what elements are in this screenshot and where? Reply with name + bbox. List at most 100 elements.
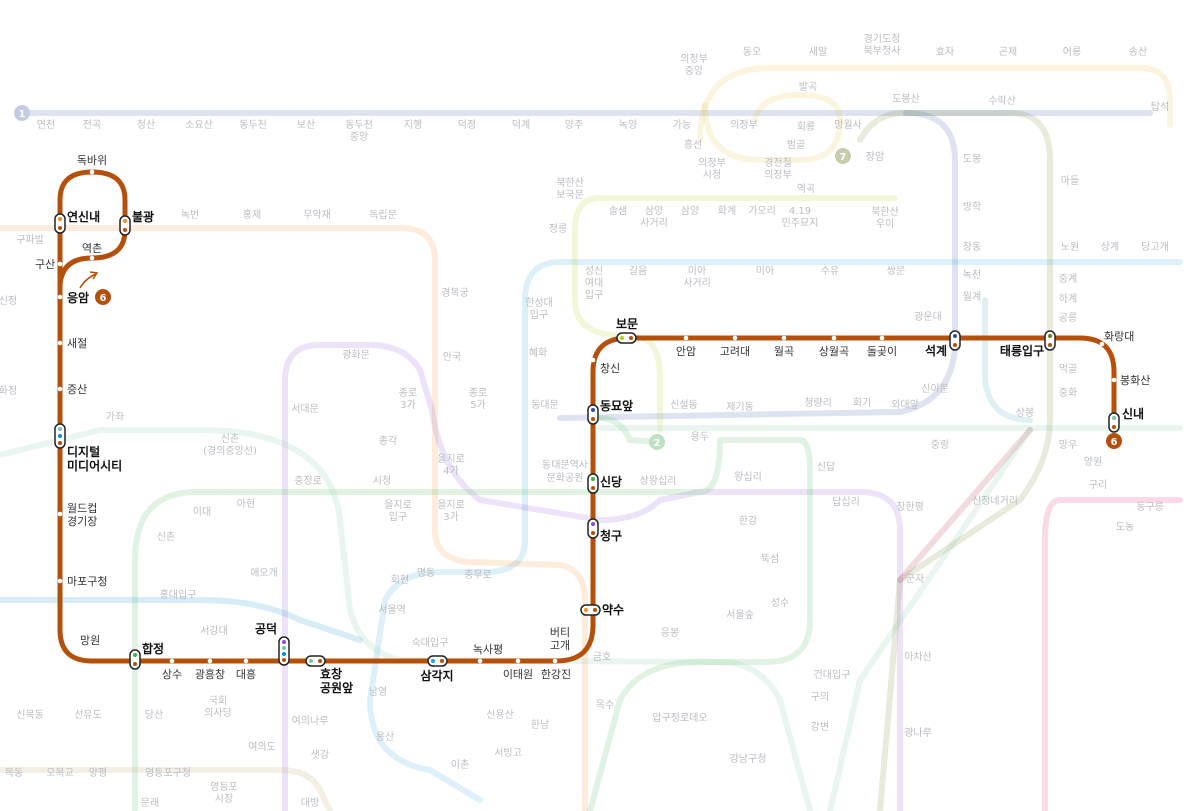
station-dot-mapo-gu[interactable] <box>57 578 63 584</box>
bg-label: 동두천 <box>345 119 373 131</box>
line2-badge-label: 2 <box>654 438 661 449</box>
bg-label: (경의중앙선) <box>203 444 257 457</box>
station-dot-sangwolgok[interactable] <box>831 335 837 341</box>
bg-label: 신촌 <box>157 531 175 543</box>
station-dot-wolgok[interactable] <box>781 335 787 341</box>
line2-badge <box>649 434 665 450</box>
bg-label: 여대 <box>585 277 603 289</box>
line7-badge-label: 7 <box>840 152 847 163</box>
station-label-yaksu: 약수 <box>602 602 624 617</box>
airport-track <box>0 597 363 643</box>
line2-track <box>132 437 813 811</box>
station-dot-eungam[interactable] <box>57 294 63 300</box>
bg-label: 강변 <box>811 721 829 733</box>
gyeongchun-track <box>982 297 1033 423</box>
transfer-dmc[interactable] <box>54 423 66 449</box>
bg-label: 군자 <box>906 573 924 585</box>
bg-label: 공릉 <box>1059 312 1077 324</box>
station-dot-noksapyeong[interactable] <box>477 658 483 664</box>
station-label-dmc: 디지털 <box>67 444 100 459</box>
station-label-samgakji: 삼각지 <box>420 668 453 683</box>
bg-label: 성신 <box>585 265 603 277</box>
bg-label: 장암 <box>866 151 884 163</box>
bg-label: 서강대 <box>200 625 228 637</box>
transfer-sindang[interactable] <box>587 473 599 494</box>
bg-label: 한남 <box>531 719 549 731</box>
bg-label: 을지로 <box>384 499 412 511</box>
bg-label: 독립문 <box>369 208 397 221</box>
station-dot-jeungsan[interactable] <box>57 386 63 392</box>
station-dot-gwangheungchang[interactable] <box>207 658 213 664</box>
bg-label: 회기 <box>853 397 871 409</box>
bg-label: 아차산 <box>904 651 932 663</box>
station-dot-worldcup[interactable] <box>57 511 63 517</box>
transfer-cheonggu[interactable] <box>587 518 599 539</box>
transfer-sinnae[interactable] <box>1108 412 1120 433</box>
bg-label: 입구 <box>389 510 407 523</box>
bg-label: 보국문 <box>556 189 584 201</box>
bg-label: 을지로 <box>437 453 465 465</box>
transfer-seokgye[interactable] <box>949 330 961 351</box>
station-dot-hangangjin[interactable] <box>552 658 558 664</box>
station-label-itaewon: 이태원 <box>503 668 533 681</box>
station-dot-changsin[interactable] <box>590 357 596 363</box>
bg-label: 녹번 <box>181 209 199 221</box>
line6-labels: 응암 역촌 독바위 연신내 불광 구산 새절 증산 디지털 미디어시티 월드컵 … <box>35 154 1150 695</box>
station-label-wolgok: 월곡 <box>774 345 794 358</box>
transfer-hapjeong[interactable] <box>129 649 141 670</box>
station-label-hapjeong: 합정 <box>142 641 164 656</box>
station-label-hyochang: 효창 <box>320 666 342 681</box>
transfer-dongmyo[interactable] <box>587 404 599 425</box>
bg-label: 옥수 <box>596 699 614 711</box>
station-label-sangsu: 상수 <box>162 668 182 681</box>
station-dot-gusan[interactable] <box>57 261 63 267</box>
transfer-gongdeok[interactable] <box>278 636 290 666</box>
station-dot-itaewon[interactable] <box>515 658 521 664</box>
bg-label: 동두천 <box>239 119 267 131</box>
bg-label: 마들 <box>1061 175 1079 187</box>
station-label-hangangjin: 한강진 <box>541 668 571 681</box>
station-dot-dokbawi[interactable] <box>89 169 95 175</box>
bg-label: 서대문 <box>291 403 319 415</box>
transfer-yaksu[interactable] <box>580 604 601 616</box>
station-dot-daeheung[interactable] <box>243 658 249 664</box>
station-dot-anam[interactable] <box>683 335 689 341</box>
bg-label: 북한산 <box>556 177 584 189</box>
bg-label: 발곡 <box>799 81 817 93</box>
station-dot-dolgoji[interactable] <box>879 335 885 341</box>
direction-arrow-icon <box>79 271 99 289</box>
station-dot-saejeol[interactable] <box>57 340 63 346</box>
transfer-bulgwang[interactable] <box>119 215 131 236</box>
bg-label: 당산 <box>145 709 163 721</box>
transfer-taereung[interactable] <box>1044 330 1056 351</box>
station-dot-bonghwasan[interactable] <box>1111 377 1117 383</box>
station-label-beotigogae: 버티 <box>550 626 570 639</box>
station-label-dmc: 미디어시티 <box>67 458 122 473</box>
sinbundang-track <box>897 427 1033 583</box>
bg-label: 용두 <box>691 431 709 443</box>
bg-label: 쌍문 <box>887 265 905 277</box>
bg-label: 을지로 <box>437 499 465 511</box>
bg-label: 의정부 <box>730 119 758 131</box>
transfer-samgakji[interactable] <box>427 655 448 667</box>
bg-label: 회룡 <box>797 121 815 133</box>
bg-label: 애오개 <box>250 567 278 579</box>
bg-label: 양주 <box>565 119 583 131</box>
bg-label: 건대입구 <box>814 668 851 681</box>
station-dot-yeokchon[interactable] <box>89 255 95 261</box>
bg-label: 광화문 <box>342 349 370 361</box>
bg-label: 안국 <box>443 351 461 363</box>
bg-label: 서울숲 <box>726 609 754 621</box>
station-dot-mangwon[interactable] <box>74 647 80 653</box>
bg-label: 남영 <box>369 686 387 698</box>
station-dot-hwarangdae[interactable] <box>1099 341 1105 347</box>
bg-label: 종각 <box>379 435 397 447</box>
transfer-bomun[interactable] <box>616 332 637 344</box>
station-dot-korea-univ[interactable] <box>732 335 738 341</box>
line9-track <box>0 767 333 811</box>
bg-label: 신설동 <box>670 399 698 411</box>
line1-badge <box>14 105 30 121</box>
transfer-hyochang[interactable] <box>305 655 326 667</box>
station-dot-sangsu[interactable] <box>169 658 175 664</box>
transfer-yeonsinnae[interactable] <box>54 213 66 234</box>
